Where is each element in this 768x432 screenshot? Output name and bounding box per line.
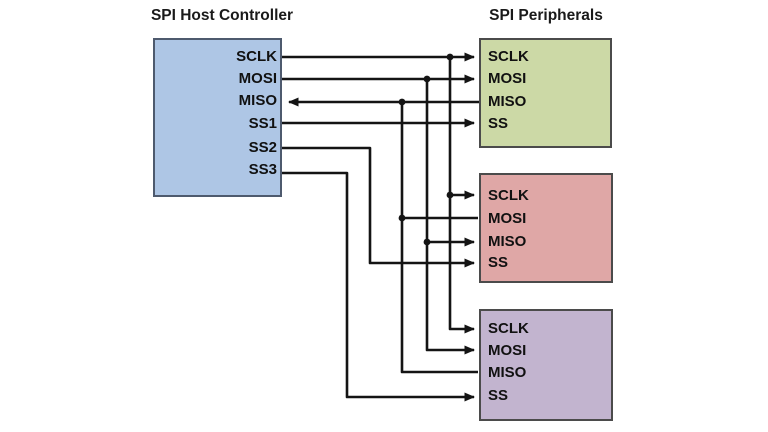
p3-pin-mosi: MOSI xyxy=(488,342,527,359)
p1-pin-ss: SS xyxy=(488,115,509,132)
junction-dot xyxy=(446,53,454,61)
junction-dot xyxy=(423,75,431,83)
junction-dot xyxy=(398,98,406,106)
junction-dots xyxy=(398,53,454,246)
p1-pin-miso: MISO xyxy=(488,93,527,110)
wire-ss2 xyxy=(282,146,475,268)
peripheral-box-1 xyxy=(479,38,612,148)
junction-dot xyxy=(423,238,431,246)
host-title: SPI Host Controller xyxy=(150,7,294,24)
host-pin-mosi: MOSI xyxy=(238,70,277,87)
peripheral-box-3 xyxy=(479,309,613,421)
p3-pin-ss: SS xyxy=(488,387,509,404)
p1-pin-mosi: MOSI xyxy=(488,70,527,87)
p3-pin-miso: MISO xyxy=(488,364,527,381)
wire-mosi-bus xyxy=(425,79,475,355)
peripheral-box-2 xyxy=(479,173,613,283)
junction-dot xyxy=(446,191,454,199)
p2-pin-ss: SS xyxy=(488,254,509,271)
wire-ss3 xyxy=(282,171,475,402)
host-pin-ss2: SS2 xyxy=(248,139,277,156)
host-pin-sclk: SCLK xyxy=(236,48,277,65)
junction-dot xyxy=(398,214,406,222)
host-pin-miso: MISO xyxy=(238,92,277,109)
p1-pin-sclk: SCLK xyxy=(488,48,529,65)
p2-pin-sclk: SCLK xyxy=(488,187,529,204)
p2-pin-mosi: MOSI xyxy=(488,210,527,227)
p3-pin-sclk: SCLK xyxy=(488,320,529,337)
host-controller-box xyxy=(153,38,282,197)
wire-miso-bus xyxy=(400,102,478,374)
wire-sclk-bus xyxy=(448,57,475,334)
host-pin-ss1: SS1 xyxy=(248,115,277,132)
peripherals-title: SPI Peripherals xyxy=(489,7,603,24)
host-pin-ss3: SS3 xyxy=(248,161,277,178)
p2-pin-miso: MISO xyxy=(488,233,527,250)
